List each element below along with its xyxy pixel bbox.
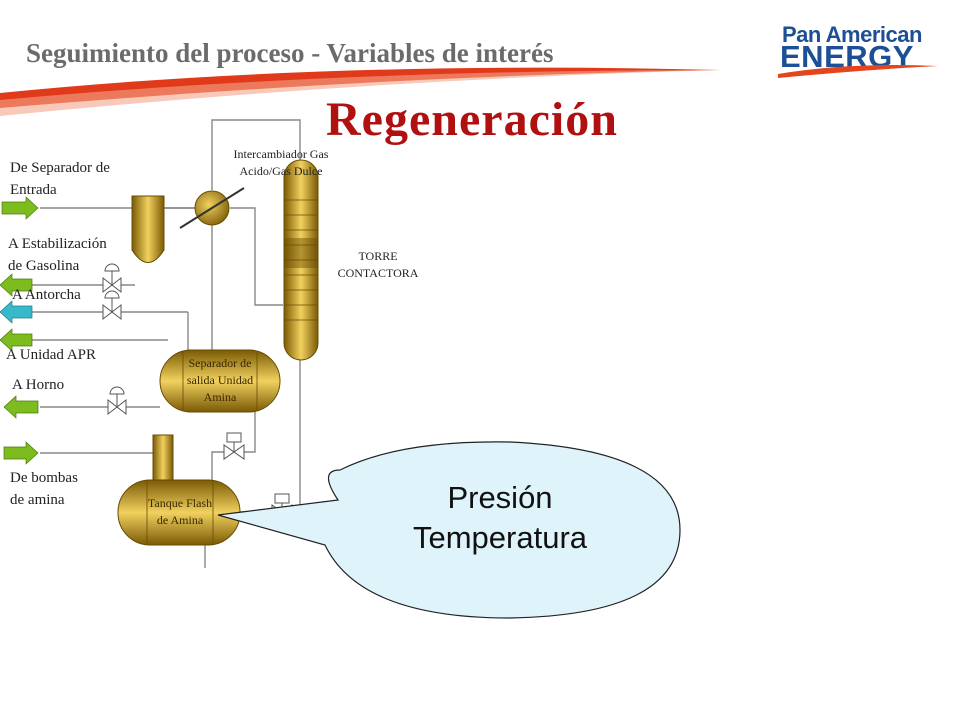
contactor-tower	[283, 159, 319, 361]
exchanger-label: Intercambiador Gas Acido/Gas Dulce	[212, 146, 350, 180]
label-from-pumps-line2: de amina	[10, 491, 65, 508]
label-to-gasoline-stabilization: A Estabilización de Gasolina	[8, 234, 107, 278]
arrow-flare	[0, 300, 33, 324]
label-to-gasoline-line2: de Gasolina	[8, 257, 80, 274]
amine-outlet-separator	[159, 349, 281, 413]
logo-swoosh	[778, 65, 938, 78]
flash-tank-label-line2: de Amina	[156, 512, 204, 527]
gas-exchanger	[179, 187, 245, 229]
tower-label-line2: CONTACTORA	[337, 265, 419, 280]
label-to-apr-unit: A Unidad APR	[6, 347, 97, 363]
arrow-pumps	[3, 441, 39, 465]
amine-separator-label: Separador de salida Unidad Amina	[160, 355, 280, 405]
flash-tank-label-line1: Tanque Flash	[147, 496, 213, 510]
label-to-furnace: A Horno	[12, 377, 65, 393]
label-from-inlet-separator-line1: De Separador de	[10, 160, 110, 176]
amine-flash-tank	[117, 434, 241, 546]
pan-american-energy-logo: Pan American ENERGY	[770, 22, 940, 82]
amine-separator-label-line2: salida Unidad	[186, 372, 254, 387]
logo-line-1: Pan American	[782, 22, 922, 47]
tower-label-line1: TORRE	[358, 249, 398, 263]
amine-separator-label-line1: Separador de	[188, 356, 252, 370]
callout-text: Presión Temperatura	[380, 478, 620, 559]
label-from-amine-pumps: De bombas de amina	[10, 468, 78, 512]
label-from-inlet-separator: De Separador de Entrada	[10, 158, 110, 202]
diagram-title: Regeneración	[326, 93, 618, 146]
arrow-inlet	[1, 196, 39, 220]
exchanger-label-line2: Acido/Gas Dulce	[239, 163, 323, 178]
callout-bubble	[217, 441, 681, 619]
arrow-gasoline	[0, 273, 33, 297]
label-to-gasoline-line1: A Estabilización	[8, 236, 107, 252]
arrow-furnace	[3, 395, 39, 419]
label-from-pumps-line1: De bombas	[10, 470, 78, 486]
label-to-flare: A Antorcha	[12, 287, 81, 303]
callout-line-pressure: Presión	[447, 480, 553, 515]
exchanger-label-line1: Intercambiador Gas	[233, 147, 329, 161]
arrow-apr	[0, 328, 33, 352]
flash-tank-label: Tanque Flash de Amina	[120, 495, 240, 529]
page-header-title: Seguimiento del proceso - Variables de i…	[26, 38, 554, 68]
inlet-separator	[131, 195, 165, 263]
amine-separator-label-line3: Amina	[203, 389, 237, 404]
callout-line-temperature: Temperatura	[412, 520, 588, 556]
header-swoosh	[0, 67, 720, 108]
tower-label: TORRE CONTACTORA	[318, 248, 438, 282]
flow-arrows	[0, 196, 39, 465]
label-from-inlet-separator-line2: Entrada	[10, 181, 57, 198]
